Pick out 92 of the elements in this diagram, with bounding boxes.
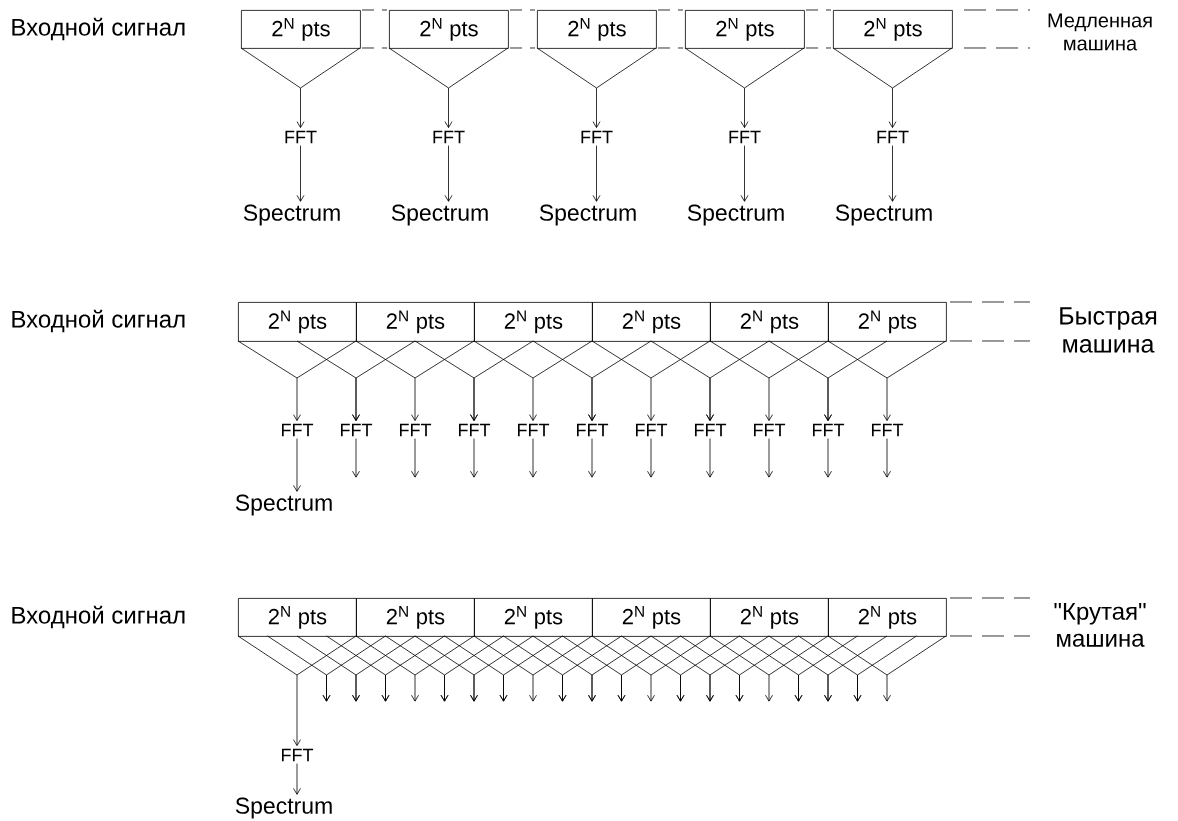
arrow — [355, 635, 475, 702]
fft-label: FFT — [877, 130, 909, 144]
signal-block: 2$^{N}$ pts — [356, 598, 475, 637]
arrow — [827, 340, 947, 421]
arrow — [237, 340, 357, 421]
fft-label: FFT — [813, 423, 845, 437]
arrow — [352, 635, 416, 702]
signal-block: 2$^{N}$ pts — [592, 598, 711, 637]
signal-block: 2$^{N}$ pts — [685, 10, 805, 49]
signal-block: 2$^{N}$ pts — [537, 10, 657, 49]
arrow — [473, 635, 593, 702]
input-signal-label: Входной сигнал — [12, 605, 185, 629]
signal-block: 2$^{N}$ pts — [389, 10, 509, 49]
spectrum-label: Spectrum — [391, 204, 488, 226]
fft-label: FFT — [282, 748, 314, 762]
machine-label: Быстрая машина — [1060, 307, 1157, 353]
arrow — [853, 635, 917, 702]
arrow — [444, 145, 453, 202]
signal-block: 2$^{N}$ pts — [710, 302, 829, 342]
arrow — [536, 47, 657, 128]
spectrum-label: Spectrum — [235, 494, 332, 516]
arrow — [740, 145, 749, 202]
machine-label: "Крутая" машина — [1054, 603, 1146, 647]
arrow — [709, 340, 829, 421]
arrow — [647, 438, 655, 478]
fft-label: FFT — [581, 130, 613, 144]
arrow — [470, 635, 534, 702]
input-signal-label: Входной сигнал — [12, 17, 185, 41]
arrow — [824, 340, 888, 421]
arrow — [529, 438, 537, 478]
arrow — [352, 340, 416, 421]
arrow — [706, 635, 770, 702]
signal-block: 2$^{N}$ pts — [592, 302, 711, 342]
arrow — [883, 438, 891, 478]
arrow — [592, 145, 601, 202]
arrow — [591, 635, 711, 702]
arrow — [824, 635, 888, 702]
signal-block: 2$^{N}$ pts — [474, 598, 593, 637]
input-signal-label: Входной сигнал — [12, 309, 185, 333]
fft-label: FFT — [754, 423, 786, 437]
fft-label: FFT — [729, 130, 761, 144]
signal-block: 2$^{N}$ pts — [241, 10, 361, 49]
fft-label: FFT — [695, 423, 727, 437]
arrow — [827, 635, 947, 702]
arrow — [591, 340, 711, 421]
arrow — [765, 438, 773, 478]
fft-label: FFT — [577, 423, 609, 437]
fft-label: FFT — [636, 423, 668, 437]
arrow — [684, 47, 805, 128]
arrow — [588, 438, 596, 478]
arrow — [588, 635, 652, 702]
fft-label: FFT — [285, 130, 317, 144]
signal-block: 2$^{N}$ pts — [238, 302, 357, 342]
fft-label: FFT — [433, 130, 465, 144]
arrow — [888, 145, 897, 202]
arrow — [355, 340, 475, 421]
machine-label: Медленная машина — [1048, 13, 1152, 51]
arrow — [832, 47, 953, 128]
spectrum-label: Spectrum — [835, 204, 932, 226]
arrow — [352, 438, 360, 478]
spectrum-label: Spectrum — [243, 204, 340, 226]
spectrum-label: Spectrum — [539, 204, 636, 226]
spectrum-label: Spectrum — [235, 797, 332, 819]
arrow — [240, 47, 361, 128]
arrow — [588, 340, 652, 421]
signal-block: 2$^{N}$ pts — [710, 598, 829, 637]
arrow — [411, 438, 419, 478]
fft-label: FFT — [282, 423, 314, 437]
arrow — [706, 340, 770, 421]
arrow — [709, 635, 829, 702]
signal-block: 2$^{N}$ pts — [833, 10, 953, 49]
arrow — [706, 438, 714, 478]
signal-block: 2$^{N}$ pts — [238, 598, 357, 637]
arrow — [470, 438, 478, 478]
fft-label: FFT — [872, 423, 904, 437]
signal-block: 2$^{N}$ pts — [474, 302, 593, 342]
fft-label: FFT — [341, 423, 373, 437]
arrow — [293, 438, 301, 492]
fft-label: FFT — [400, 423, 432, 437]
arrow — [824, 438, 832, 478]
fft-label: FFT — [518, 423, 550, 437]
signal-block: 2$^{N}$ pts — [828, 302, 947, 342]
arrow — [473, 340, 593, 421]
arrow — [296, 145, 305, 202]
spectrum-label: Spectrum — [687, 204, 784, 226]
signal-block: 2$^{N}$ pts — [828, 598, 947, 637]
signal-block: 2$^{N}$ pts — [356, 302, 475, 342]
fft-label: FFT — [459, 423, 491, 437]
arrow — [237, 635, 357, 746]
arrow — [293, 763, 301, 795]
arrow — [388, 47, 509, 128]
arrow — [470, 340, 534, 421]
